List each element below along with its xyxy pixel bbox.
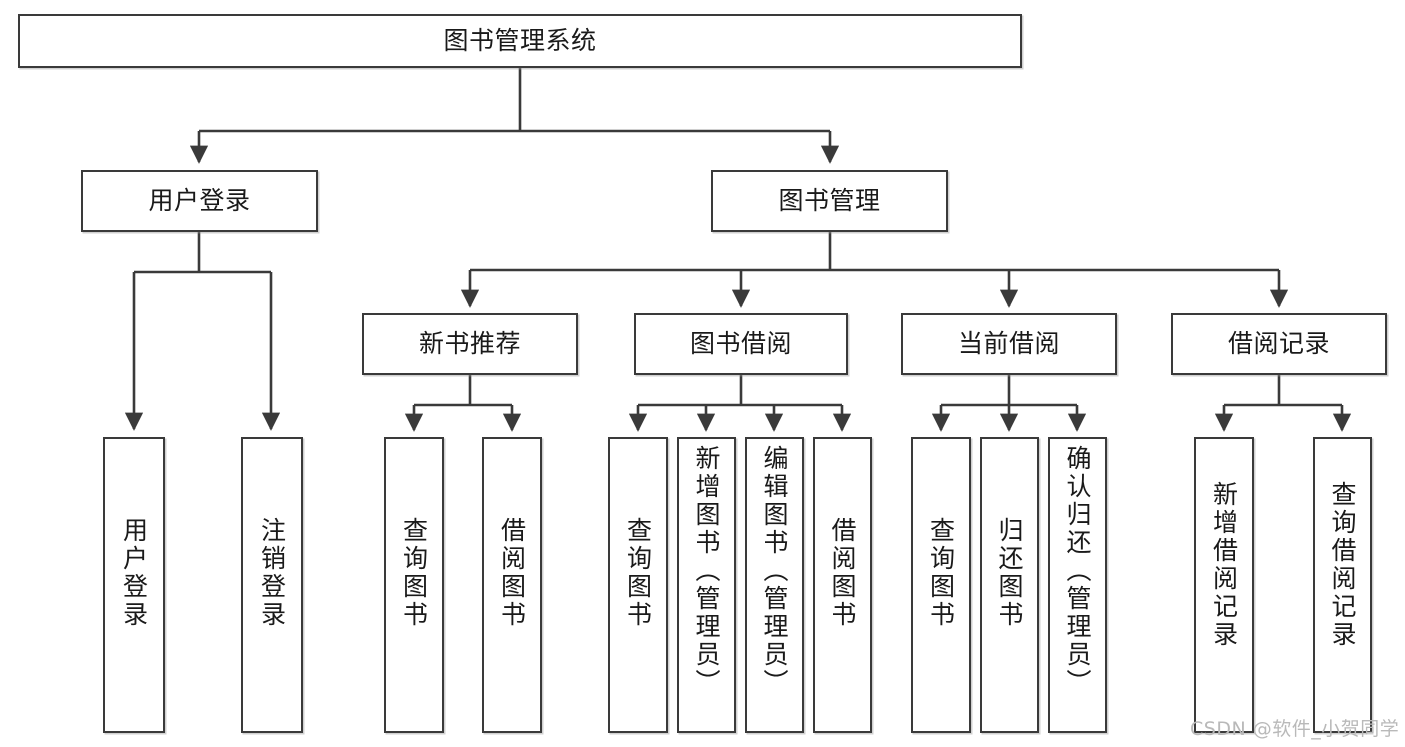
leaf-logout-login-label: 注销登录: [257, 517, 287, 629]
node-book-borrow[interactable]: 图书借阅: [634, 313, 848, 375]
node-book-management-label: 图书管理: [778, 186, 881, 215]
node-new-book-recommend-label: 新书推荐: [418, 329, 521, 358]
node-book-borrow-label: 图书借阅: [689, 329, 792, 358]
leaf-borrow-book-1-label: 借阅图书: [497, 517, 527, 629]
node-root-label: 图书管理系统: [443, 26, 597, 55]
leaf-query-record-label: 查询借阅记录: [1328, 481, 1357, 649]
leaf-add-record-label: 新增借阅记录: [1209, 481, 1239, 649]
leaf-user-login[interactable]: 用户登录: [103, 437, 165, 733]
leaf-query-book-2[interactable]: 查询图书: [608, 437, 668, 733]
leaf-query-book-1-label: 查询图书: [399, 517, 429, 629]
leaf-query-book-1[interactable]: 查询图书: [384, 437, 444, 733]
node-new-book-recommend[interactable]: 新书推荐: [362, 313, 578, 375]
leaf-edit-book-label: 编辑图书（管理员）: [760, 445, 789, 697]
node-borrow-record[interactable]: 借阅记录: [1171, 313, 1387, 375]
leaf-return-book[interactable]: 归还图书: [980, 437, 1039, 733]
node-book-management[interactable]: 图书管理: [711, 170, 948, 232]
node-user-login[interactable]: 用户登录: [81, 170, 318, 232]
leaf-user-login-label: 用户登录: [119, 517, 149, 629]
leaf-logout-login[interactable]: 注销登录: [241, 437, 303, 733]
csdn-watermark: CSDN @软件_小贺同学: [1190, 718, 1400, 740]
leaf-borrow-book-1[interactable]: 借阅图书: [482, 437, 542, 733]
leaf-query-book-3-label: 查询图书: [926, 517, 956, 629]
node-user-login-label: 用户登录: [148, 186, 251, 215]
leaf-return-book-label: 归还图书: [995, 517, 1024, 629]
leaf-confirm-return[interactable]: 确认归还（管理员）: [1048, 437, 1107, 733]
leaf-query-record[interactable]: 查询借阅记录: [1313, 437, 1372, 733]
node-root[interactable]: 图书管理系统: [18, 14, 1022, 68]
leaf-borrow-book-2[interactable]: 借阅图书: [813, 437, 872, 733]
node-borrow-record-label: 借阅记录: [1227, 329, 1330, 358]
leaf-query-book-2-label: 查询图书: [623, 517, 653, 629]
node-current-borrow[interactable]: 当前借阅: [901, 313, 1117, 375]
leaf-add-book[interactable]: 新增图书（管理员）: [677, 437, 736, 733]
node-current-borrow-label: 当前借阅: [957, 329, 1060, 358]
leaf-borrow-book-2-label: 借阅图书: [828, 517, 857, 629]
leaf-query-book-3[interactable]: 查询图书: [911, 437, 971, 733]
leaf-confirm-return-label: 确认归还（管理员）: [1063, 445, 1092, 697]
leaf-edit-book[interactable]: 编辑图书（管理员）: [745, 437, 804, 733]
leaf-add-record[interactable]: 新增借阅记录: [1194, 437, 1254, 733]
leaf-add-book-label: 新增图书（管理员）: [692, 445, 721, 697]
